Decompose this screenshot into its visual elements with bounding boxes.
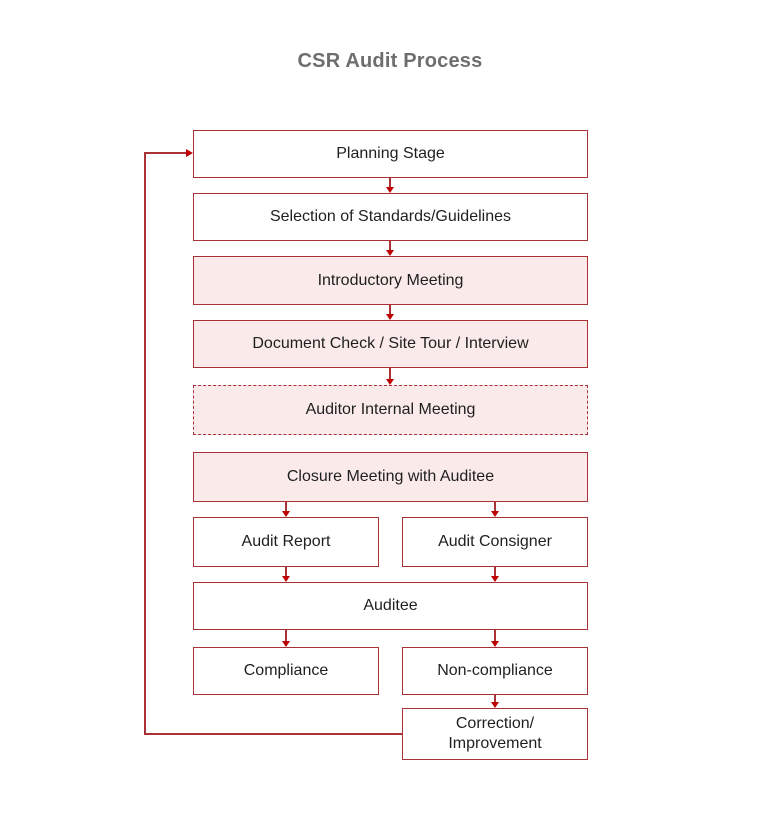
node-auditor-internal-meeting: Auditor Internal Meeting	[193, 385, 588, 435]
node-closure-meeting-with-auditee: Closure Meeting with Auditee	[193, 452, 588, 502]
arrow-down-icon	[491, 502, 500, 517]
arrow-down-icon	[491, 630, 500, 647]
feedback-loop-bottom-line	[144, 732, 402, 735]
node-correction-improvement: Correction/ Improvement	[402, 708, 588, 760]
arrow-down-icon	[491, 695, 500, 708]
arrow-down-icon	[282, 567, 291, 582]
arrow-down-icon	[386, 241, 395, 256]
arrow-down-icon	[491, 567, 500, 582]
node-audit-report: Audit Report	[193, 517, 379, 567]
feedback-loop-vertical-line	[144, 152, 146, 734]
node-introductory-meeting: Introductory Meeting	[193, 256, 588, 305]
node-compliance: Compliance	[193, 647, 379, 695]
feedback-loop-top-line	[146, 152, 187, 154]
arrow-down-icon	[282, 630, 291, 647]
node-planning-stage: Planning Stage	[193, 130, 588, 178]
node-auditee: Auditee	[193, 582, 588, 630]
node-selection-of-standards: Selection of Standards/Guidelines	[193, 193, 588, 241]
arrow-right-icon	[186, 148, 193, 157]
arrow-down-icon	[386, 305, 395, 320]
node-non-compliance: Non-compliance	[402, 647, 588, 695]
arrow-down-icon	[282, 502, 291, 517]
node-audit-consigner: Audit Consigner	[402, 517, 588, 567]
arrow-down-icon	[386, 178, 395, 193]
diagram-title: CSR Audit Process	[297, 50, 483, 72]
arrow-down-icon	[386, 368, 395, 385]
node-document-check-site-tour-interview: Document Check / Site Tour / Interview	[193, 320, 588, 368]
